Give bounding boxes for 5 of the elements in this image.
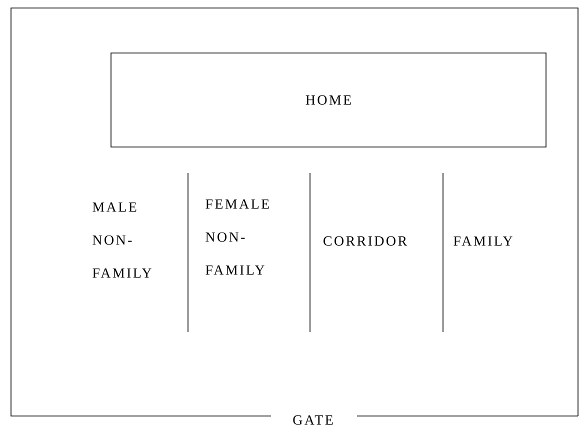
home-box: HOME (110, 52, 546, 148)
section-label: FAMILY (454, 236, 512, 246)
section-label: CORRIDOR (324, 236, 408, 246)
section-label: MALE NON-FAMILY (92, 202, 152, 278)
section-label: FEMALE NON-FAMILY (206, 199, 269, 275)
